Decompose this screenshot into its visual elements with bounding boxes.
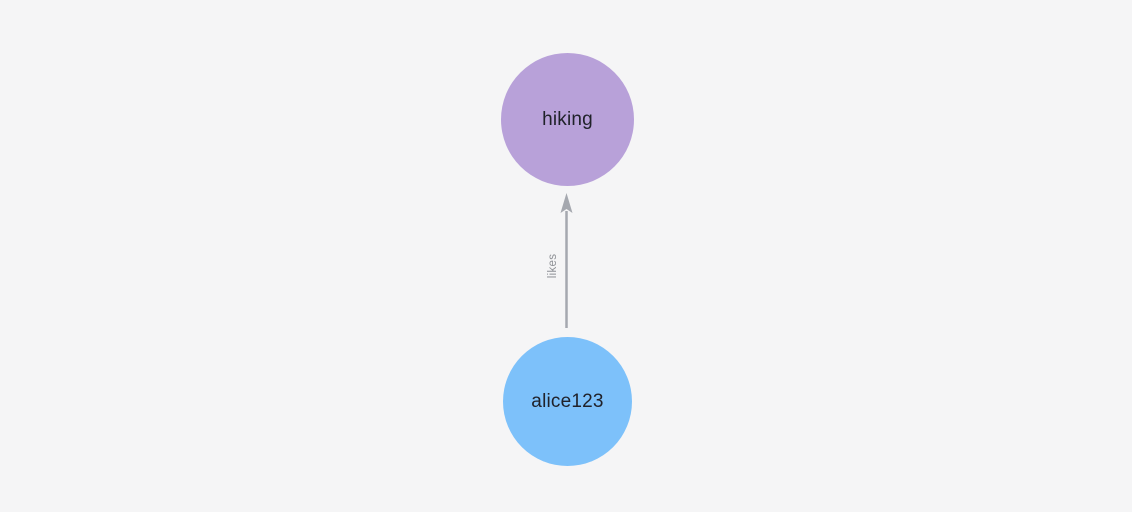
edge-label: likes — [547, 253, 559, 279]
node-hiking-label: hiking — [542, 108, 593, 130]
edge-arrowhead-icon — [560, 193, 573, 213]
node-alice123[interactable]: alice123 — [503, 337, 632, 466]
node-alice123-label: alice123 — [531, 390, 604, 412]
node-hiking[interactable]: hiking — [501, 53, 634, 186]
